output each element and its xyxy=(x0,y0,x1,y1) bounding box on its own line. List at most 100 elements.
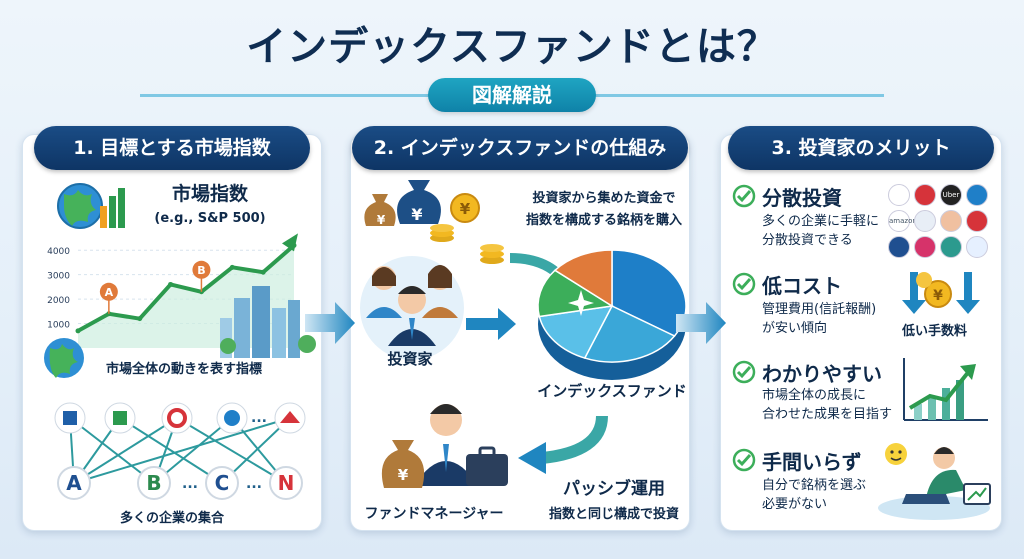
merit-desc-4a: 自分で銘柄を選ぶ xyxy=(762,478,867,493)
company-logos xyxy=(54,402,306,434)
annotation-label: B xyxy=(197,264,205,277)
logo-icon xyxy=(914,210,936,232)
low-fee-icon: ¥ xyxy=(902,272,980,314)
logo-icon xyxy=(940,236,962,258)
y-tick-label: 1000 xyxy=(47,321,70,331)
low-fee-label: 低い手数料 xyxy=(902,324,968,339)
fund-manager-icon: ¥ xyxy=(381,404,508,488)
svg-text:¥: ¥ xyxy=(398,466,409,484)
manager-label: ファンドマネージャー xyxy=(364,506,503,522)
node-c: C xyxy=(215,471,230,495)
y-tick-label: 4000 xyxy=(47,247,70,257)
fund-label: インデックスファンド xyxy=(537,382,687,400)
data-point xyxy=(168,281,174,287)
sparkle-icon xyxy=(568,290,594,316)
node-a: A xyxy=(66,471,82,495)
page-title: インデックスファンドとは？ xyxy=(246,24,778,70)
buy-text-2: 指数を構成する銘柄を購入 xyxy=(526,212,682,228)
panel1-header: 1. 目標とする市場指数 xyxy=(34,126,310,170)
subtitle-line-left xyxy=(140,94,430,97)
node-n: N xyxy=(278,471,295,495)
bar-chart-icon xyxy=(100,188,125,228)
logo-icon xyxy=(888,184,910,206)
svg-text:¥: ¥ xyxy=(377,213,386,227)
globe-small-icon xyxy=(44,338,84,378)
annotation-marker xyxy=(99,282,118,301)
logo-icon xyxy=(888,236,910,258)
data-point xyxy=(291,242,297,248)
merit-desc-2a: 管理費用(信託報酬) xyxy=(762,302,877,317)
check-icon xyxy=(732,448,756,472)
series-arrowhead xyxy=(282,233,298,252)
merit-title-1: 分散投資 xyxy=(762,186,842,210)
uber-logo-icon: Uber xyxy=(940,184,962,206)
merit-desc-2b: が安い傾向 xyxy=(762,321,828,336)
buildings-icon xyxy=(220,286,316,358)
panel1-art: 市場指数 (e.g., S&P 500) 1000200030004000AB … xyxy=(44,182,316,526)
svg-text:¥: ¥ xyxy=(933,288,943,304)
amazon-logo-icon: amazon xyxy=(888,210,917,232)
subtitle-banner: 図解解説 xyxy=(0,78,1024,112)
buy-text-1: 投資家から集めた資金で xyxy=(532,190,675,206)
subtitle-line-right xyxy=(594,94,884,97)
data-point xyxy=(260,269,266,275)
merit-title-3: わかりやすい xyxy=(762,362,882,386)
logo-icon xyxy=(966,210,988,232)
ellipsis-top: ... xyxy=(251,410,267,426)
pie-slice xyxy=(583,305,676,363)
logo-icon xyxy=(966,236,988,258)
logo-icon xyxy=(966,184,988,206)
index-label: 市場指数 xyxy=(172,182,249,205)
y-tick-label: 3000 xyxy=(47,272,70,282)
investors-icon xyxy=(360,256,464,360)
panel2-art: ¥ ¥ ¥ 投資家から集めた資金で 指数を構成する銘柄を購入 投資家 インデック… xyxy=(360,180,687,522)
coin-icon: ¥ xyxy=(430,193,504,264)
arrow-right-icon xyxy=(305,302,355,344)
node-b: B xyxy=(146,471,161,495)
merit-desc-3a: 市場全体の成長に xyxy=(762,388,867,403)
merit-desc-3b: 合わせた成果を目指す xyxy=(762,407,893,422)
merit-desc-4b: 必要がない xyxy=(762,497,828,512)
svg-text:¥: ¥ xyxy=(460,200,471,218)
subtitle-pill: 図解解説 xyxy=(428,78,596,112)
arrow-to-fund-icon xyxy=(466,308,516,340)
logo-icon xyxy=(914,236,936,258)
globe-icon xyxy=(57,183,103,229)
relaxing-person-icon xyxy=(878,443,991,520)
fund-pie-chart xyxy=(537,249,687,380)
panel3-header: 3. 投資家のメリット xyxy=(728,126,994,170)
investors-label: 投資家 xyxy=(387,350,432,368)
panel2-header: 2. インデックスファンドの仕組み xyxy=(352,126,688,170)
y-tick-label: 2000 xyxy=(47,296,70,306)
check-icon xyxy=(732,184,756,208)
data-point xyxy=(75,328,81,334)
collection-label: 多くの企業の集合 xyxy=(120,510,225,526)
pie-slice xyxy=(553,249,613,308)
merit-title-4: 手間いらず xyxy=(762,450,862,474)
pie-slice xyxy=(537,269,615,318)
merit-desc-1b: 分散投資できる xyxy=(762,233,853,248)
index-description: 市場全体の動きを表す指標 xyxy=(106,361,262,377)
ellipsis-end: ... xyxy=(246,476,262,492)
check-icon xyxy=(732,272,756,296)
growth-chart-icon xyxy=(903,358,988,421)
merit-title-2: 低コスト xyxy=(762,274,842,298)
passive-desc: 指数と同じ構成で投資 xyxy=(549,506,679,522)
annotation-marker xyxy=(192,260,211,279)
node-circles xyxy=(57,466,303,500)
index-example: (e.g., S&P 500) xyxy=(154,211,265,226)
annotation-label: A xyxy=(105,286,114,299)
data-point xyxy=(229,264,235,270)
return-arrow-icon xyxy=(541,415,608,464)
svg-text:¥: ¥ xyxy=(411,205,422,224)
merit-desc-1a: 多くの企業に手軽に xyxy=(762,214,880,229)
pie-slice xyxy=(538,305,614,359)
money-bag-icon: ¥ ¥ xyxy=(364,180,441,227)
passive-label: パッシブ運用 xyxy=(563,478,665,499)
ellipsis-middle: ... xyxy=(182,476,198,492)
arrow-right-icon-2 xyxy=(676,302,726,344)
data-point xyxy=(137,316,143,322)
logo-icon xyxy=(914,184,936,206)
logo-icon xyxy=(940,210,962,232)
check-icon xyxy=(732,360,756,384)
